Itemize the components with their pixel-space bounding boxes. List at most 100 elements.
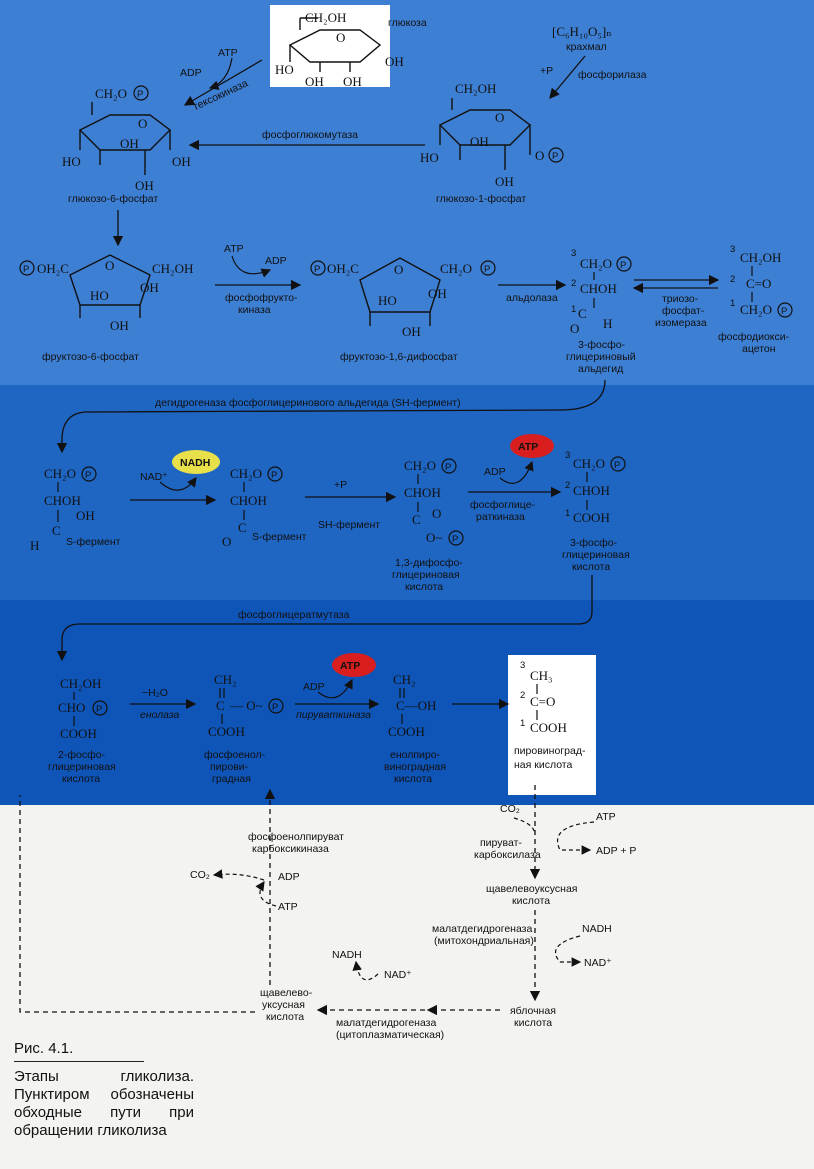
g1p-o: O bbox=[495, 110, 504, 125]
g1p-o2: O bbox=[535, 148, 544, 163]
pepck-label-2: карбоксикиназа bbox=[252, 843, 329, 855]
starch-formula: [C₆H₁₀O₅]ₙ bbox=[552, 24, 612, 39]
f16-ho: HO bbox=[378, 293, 397, 308]
f16-ch2o: CH₂O bbox=[440, 261, 472, 276]
gap-c: C bbox=[578, 306, 587, 321]
f6p-p-circle bbox=[19, 260, 35, 276]
pg2-cho: CHO bbox=[58, 700, 85, 715]
dhap-num3: 3 bbox=[730, 244, 735, 255]
svg-text:P: P bbox=[452, 534, 458, 545]
pg2-label-2: глицериновая bbox=[48, 761, 116, 773]
pk-side-arrow bbox=[317, 678, 353, 699]
g1p-oh3: OH bbox=[495, 174, 514, 189]
nadh-badge bbox=[172, 450, 220, 474]
pg3-label-1: 3-фосфо- bbox=[570, 537, 618, 549]
acyl-choh: CHOH bbox=[230, 493, 267, 508]
mdh-cyto-2: (цитоплазматическая) bbox=[336, 1029, 444, 1041]
malate-2: кислота bbox=[514, 1017, 552, 1029]
enolpyr-label-2: виноградная bbox=[384, 761, 446, 773]
gap-label-1: 3-фосфо- bbox=[578, 339, 626, 351]
gapdh-label: дегидрогеназа фосфоглицеринового альдеги… bbox=[155, 397, 461, 409]
f16-oh: OH bbox=[428, 286, 447, 301]
pg3-choh: CHOH bbox=[573, 483, 610, 498]
gap-choh: CHOH bbox=[580, 281, 617, 296]
caption-text: Этапы гликолиза. Пунктиром обозначены об… bbox=[14, 1068, 194, 1139]
svg-text:P: P bbox=[85, 470, 91, 481]
bpg-label-2: глицериновая bbox=[392, 569, 460, 581]
g1p-oh: OH bbox=[470, 134, 489, 149]
mdh-cyto-nad: NAD⁺ bbox=[384, 969, 412, 981]
mutase-label: фосфоглицератмутаза bbox=[238, 609, 350, 621]
bpg-o1: O bbox=[432, 506, 441, 521]
pg2-label-1: 2-фосфо- bbox=[58, 749, 106, 761]
acyl-c: C bbox=[238, 520, 247, 535]
pepck-atp: ATP bbox=[278, 901, 298, 913]
gap-num2: 2 bbox=[571, 278, 576, 289]
mdh-cyto-1: малатдегидрогеназа bbox=[336, 1017, 436, 1029]
mdh-mito-1: малатдегидрогеназа bbox=[432, 923, 532, 935]
f6p-oh2: OH bbox=[110, 318, 129, 333]
g6p-structure bbox=[78, 102, 172, 175]
pyr-c-o: C=O bbox=[530, 694, 555, 709]
oaa-left-2: уксусная bbox=[262, 999, 305, 1011]
pyr-label-1: пировиноград- bbox=[514, 745, 586, 757]
glucose-ring-o: O bbox=[336, 30, 345, 45]
g1p-ho: HO bbox=[420, 150, 439, 165]
svg-text:P: P bbox=[96, 704, 102, 715]
pfk-side-arrow bbox=[231, 255, 272, 278]
dhap-c-o: C=O bbox=[746, 276, 771, 291]
g6p-p: P bbox=[137, 89, 143, 100]
gap-o: O bbox=[570, 321, 579, 336]
pyr-cooh: COOH bbox=[530, 720, 567, 735]
pepck-co2: CO₂ bbox=[190, 869, 210, 881]
f6p-ho: HO bbox=[90, 288, 109, 303]
pc-label-1: пируват- bbox=[480, 837, 522, 849]
dhap-ch2oh: CH₂OH bbox=[740, 250, 781, 265]
f6p-structure bbox=[69, 254, 151, 318]
f16-p1: P bbox=[314, 264, 320, 275]
pgk-label-1: фосфоглице- bbox=[470, 499, 536, 511]
g1p-p-circle bbox=[548, 147, 564, 163]
pg2-label-3: кислота bbox=[62, 773, 100, 785]
mdh-mito-nadh: NADH bbox=[582, 923, 612, 935]
pk-label: пируваткиназа bbox=[296, 709, 371, 721]
pg3-cooh: COOH bbox=[573, 510, 610, 525]
acyl-s-enzyme: S-фермент bbox=[252, 531, 307, 543]
gap-h: H bbox=[603, 316, 612, 331]
hexokinase-adp: ADP bbox=[180, 67, 202, 79]
hexokinase-arrow bbox=[183, 59, 263, 106]
dhap-ch2o: CH₂O bbox=[740, 302, 772, 317]
pg2-ch2oh: CH₂OH bbox=[60, 676, 101, 691]
band-white bbox=[0, 805, 814, 1169]
svg-text:P: P bbox=[614, 460, 620, 471]
bpg-choh: CHOH bbox=[404, 485, 441, 500]
f6p-ch2oh: CH₂OH bbox=[152, 261, 193, 276]
mdh-mito-2: (митохондриальная) bbox=[434, 935, 534, 947]
f6p-o: O bbox=[105, 258, 114, 273]
nadh-label: NADH bbox=[180, 457, 210, 469]
svg-text:P: P bbox=[271, 470, 277, 481]
phosphorylase-label: фосфорилаза bbox=[578, 69, 647, 81]
figure-caption: Рис. 4.1. Этапы гликолиза. Пунктиром обо… bbox=[14, 1040, 194, 1140]
band-top bbox=[0, 0, 814, 385]
dhap-label-2: ацетон bbox=[742, 343, 776, 355]
pep-cooh: COOH bbox=[208, 724, 245, 739]
thio-h: H bbox=[30, 538, 39, 553]
bpg-ch2o: CH₂O bbox=[404, 458, 436, 473]
mutase-arrow bbox=[56, 575, 593, 662]
hexokinase-atp: ATP bbox=[218, 47, 238, 59]
thio-ch2o: CH₂O bbox=[44, 466, 76, 481]
oaa-right-2: кислота bbox=[512, 895, 550, 907]
f16-structure bbox=[359, 257, 441, 326]
dhap-p-circle bbox=[777, 302, 793, 318]
phosphorylase-arrow bbox=[549, 55, 586, 99]
thio-choh: CHOH bbox=[44, 493, 81, 508]
oaa-right-1: щавелевоуксусная bbox=[486, 883, 578, 895]
f16-p2: P bbox=[484, 264, 490, 275]
pfk-label-1: фосфофрукто- bbox=[225, 292, 298, 304]
acyl-ch2o: CH₂O bbox=[230, 466, 262, 481]
oaa-left-1: щавелево- bbox=[260, 987, 313, 999]
mdh-cyto-nadh: NADH bbox=[332, 949, 362, 961]
pepck-adp: ADP bbox=[278, 871, 300, 883]
gap-p: P bbox=[620, 260, 626, 271]
